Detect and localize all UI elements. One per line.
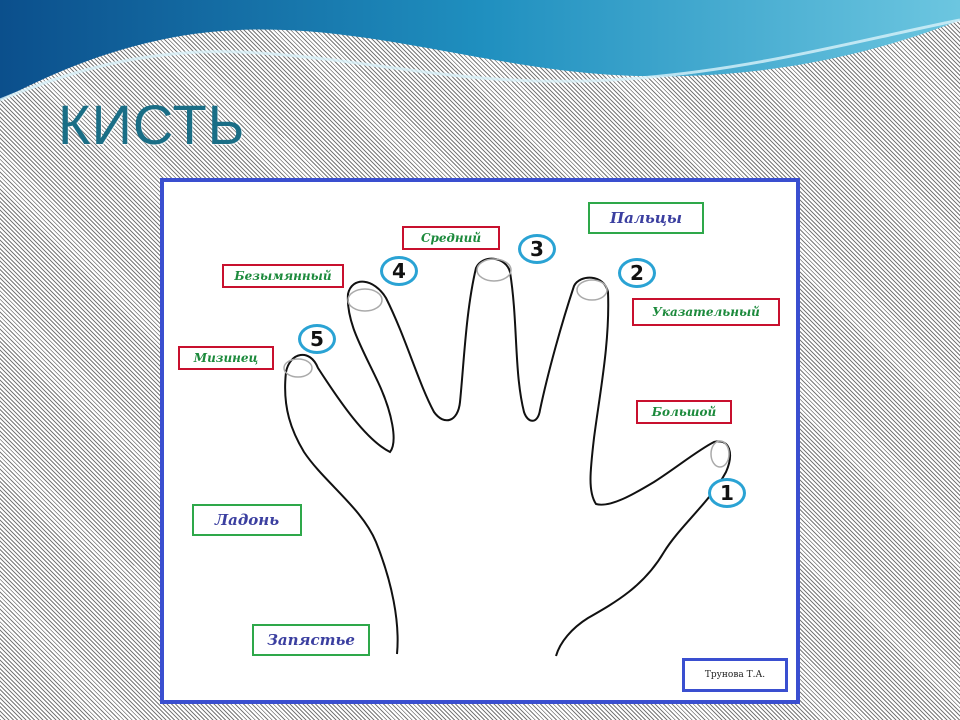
label-middle-finger: Средний: [402, 226, 500, 250]
label-little-finger: Мизинец: [178, 346, 274, 370]
label-thumb: Большой: [636, 400, 732, 424]
label-wrist: Запястье: [252, 624, 370, 656]
slide-title: КИСТЬ: [58, 93, 246, 156]
label-palm: Ладонь: [192, 504, 302, 536]
finger-number-1: 1: [708, 478, 746, 508]
header-wave: [0, 0, 960, 102]
author-credit: Трунова Т.А.: [682, 658, 788, 692]
hand-outline: [283, 257, 731, 657]
label-ring-finger: Безымянный: [222, 264, 344, 288]
diagram-frame: Пальцы Средний Безымянный Мизинец Указат…: [160, 178, 800, 704]
finger-number-5: 5: [298, 324, 336, 354]
label-index-finger: Указательный: [632, 298, 780, 326]
finger-number-4: 4: [380, 256, 418, 286]
label-fingers: Пальцы: [588, 202, 704, 234]
finger-number-2: 2: [618, 258, 656, 288]
finger-number-3: 3: [518, 234, 556, 264]
